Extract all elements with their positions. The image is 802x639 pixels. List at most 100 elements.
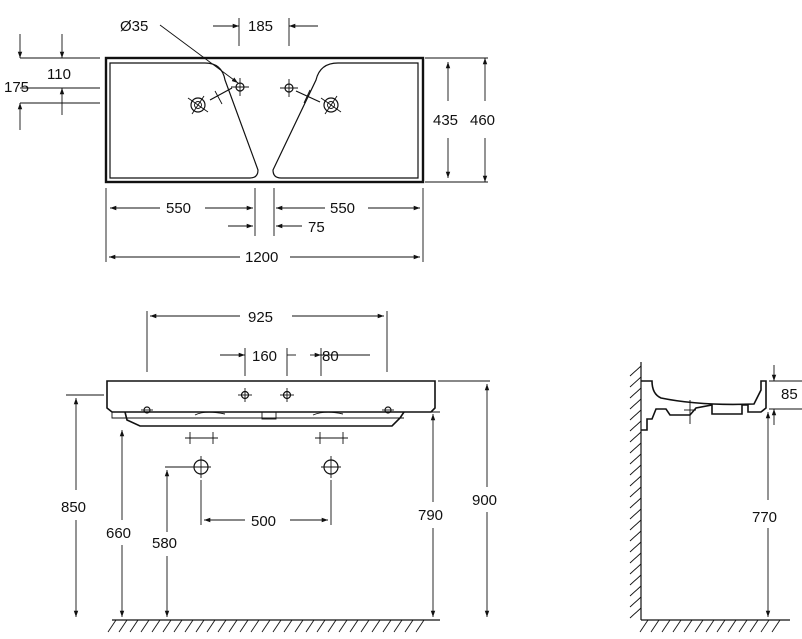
hatch-line [195,619,205,633]
height-660-label: 660 [106,525,131,542]
hatch-line [629,376,642,388]
side-view: 85 770 [629,362,802,633]
hatch-line [738,619,748,633]
hatch-line [727,619,737,633]
hatch-line [415,619,425,633]
hatch-line [694,619,704,633]
hatch-line [629,508,642,520]
hatch-line [629,420,642,432]
front-hole-left-icon [238,388,252,402]
hatch-line [382,619,392,633]
left-bowl-outline [109,62,259,179]
hatch-line [228,619,238,633]
hatch-line [629,541,642,553]
hatch-line [629,387,642,399]
front-hole-separation-label: 80 [322,348,339,365]
hatch-line [629,585,642,597]
hatch-line [629,596,642,608]
hatch-line [629,453,642,465]
hatch-line [629,442,642,454]
hatch-line [118,619,128,633]
hatch-line [683,619,693,633]
right-half-label: 550 [330,200,355,217]
total-width-label: 1200 [245,249,278,266]
inner-depth-label: 435 [433,112,458,129]
right-tap-hole-icon [320,95,342,115]
side-floor-hatch [639,619,781,633]
hatch-line [639,619,649,633]
height-850-label: 850 [61,499,86,516]
hatch-line [283,619,293,633]
hatch-line [327,619,337,633]
left-tap-hole-icon [187,95,209,115]
height-900-label: 900 [472,492,497,509]
hatch-line [173,619,183,633]
hatch-line [771,619,781,633]
hatch-line [629,530,642,542]
right-bowl-outline [272,62,419,179]
hatch-line [629,497,642,509]
hatch-line [650,619,660,633]
hatch-line [184,619,194,633]
hatch-line [162,619,172,633]
height-580-label: 580 [152,535,177,552]
left-half-label: 550 [166,200,191,217]
hatch-line [305,619,315,633]
hatch-line [749,619,759,633]
hatch-line [360,619,370,633]
hatch-line [261,619,271,633]
hatch-line [206,619,216,633]
hatch-line [629,607,642,619]
hatch-line [705,619,715,633]
hatch-line [272,619,282,633]
hole-diameter-label: Ø35 [120,18,148,35]
hatch-line [629,398,642,410]
hatch-line [629,409,642,421]
hatch-line [404,619,414,633]
hatch-line [316,619,326,633]
front-hole-distance-label: 160 [252,348,277,365]
hatch-line [629,574,642,586]
hatch-line [629,486,642,498]
gap-label: 75 [308,219,325,236]
wall-hatch [629,365,642,619]
hatch-line [672,619,682,633]
hatch-line [393,619,403,633]
basin-outline-top [104,56,425,184]
hatch-line [629,464,642,476]
side-thickness-label: 85 [781,386,798,403]
hatch-line [250,619,260,633]
side-height-label: 770 [752,509,777,526]
hatch-line [629,563,642,575]
hatch-line [239,619,249,633]
right-small-hole-icon [280,79,298,97]
hatch-line [661,619,671,633]
left-small-hole-icon [231,78,249,96]
height-790-label: 790 [418,507,443,524]
front-width-label: 925 [248,309,273,326]
hatch-line [371,619,381,633]
hatch-line [629,475,642,487]
mount-hole-left-icon [141,406,153,414]
hatch-line [629,552,642,564]
hatch-line [140,619,150,633]
front-hole-right-icon [280,388,294,402]
hatch-line [629,519,642,531]
hatch-line [107,619,117,633]
back-edge-offset-label: 110 [47,66,71,83]
basin-side-profile [641,380,767,431]
hatch-line [129,619,139,633]
hatch-line [760,619,770,633]
total-depth-label: 460 [470,112,495,129]
hatch-line [338,619,348,633]
tap-spacing-label: 185 [248,18,273,35]
hatch-line [716,619,726,633]
hatch-line [217,619,227,633]
hatch-line [629,431,642,443]
front-offset-label: 175 [4,79,29,96]
outlet-spacing-label: 500 [251,513,276,530]
hatch-line [349,619,359,633]
front-view: 925 160 80 500 850 660 580 [61,309,497,633]
mount-hole-right-icon [382,406,394,414]
